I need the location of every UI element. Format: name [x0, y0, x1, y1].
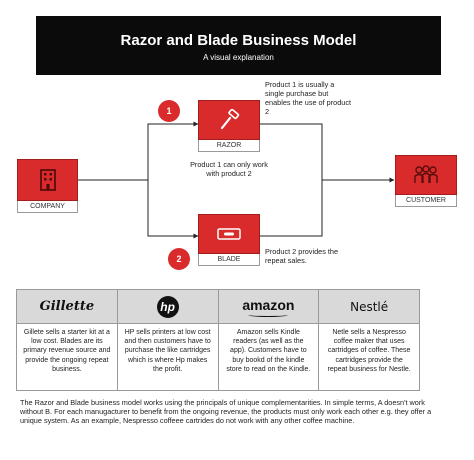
- product-dependency-note: Product 1 can only work with product 2: [190, 160, 268, 178]
- razor-to-customer-line: [260, 123, 323, 180]
- diagram-title: Razor and Blade Business Model: [120, 32, 357, 49]
- amazon-logo: amazon: [218, 290, 319, 324]
- footer-explanation: The Razor and Blade business model works…: [20, 398, 432, 426]
- connector-lines: [78, 121, 395, 239]
- company-label: COMPANY: [17, 201, 78, 213]
- customers-icon: [414, 165, 438, 183]
- hp-description: HP sells printers at low cost and then c…: [117, 324, 218, 390]
- brand-nestle: Nestlé Netle sells a Nespresso coffee ma…: [319, 290, 419, 390]
- blade-to-customer-line: [260, 180, 323, 237]
- nestle-logo: Nestlé: [319, 290, 419, 324]
- razor-box: [198, 100, 260, 140]
- customer-box: [395, 155, 457, 195]
- hp-logo-text: hp: [156, 295, 179, 318]
- razor-node: RAZOR: [198, 100, 260, 152]
- amazon-description: Amazon sells Kindle readers (as well as …: [218, 324, 319, 390]
- nestle-description: Netle sells a Nespresso coffee maker tha…: [319, 324, 419, 390]
- nestle-logo-text: Nestlé: [350, 299, 389, 314]
- blade-label: BLADE: [198, 254, 260, 266]
- razor-label: RAZOR: [198, 140, 260, 152]
- brand-hp: hp HP sells printers at low cost and the…: [117, 290, 219, 390]
- step-2-badge: 2: [168, 248, 190, 270]
- blade-box: [198, 214, 260, 254]
- brand-examples-table: Gillette Gillete sells a starter kit at …: [16, 289, 420, 391]
- step-1-badge: 1: [158, 100, 180, 122]
- company-to-blade-line: [147, 180, 199, 239]
- customer-node: CUSTOMER: [395, 155, 457, 207]
- customer-label: CUSTOMER: [395, 195, 457, 207]
- brand-amazon: amazon Amazon sells Kindle readers (as w…: [218, 290, 320, 390]
- diagram-subtitle: A visual explanation: [203, 53, 274, 62]
- diagram-header: Razor and Blade Business Model A visual …: [36, 16, 441, 75]
- blade-node: BLADE: [198, 214, 260, 266]
- blade-repeat-note: Product 2 provides the repeat sales.: [265, 247, 339, 265]
- company-node: COMPANY: [17, 159, 78, 213]
- amazon-logo-text: amazon: [242, 297, 294, 317]
- company-to-razor-line: [147, 121, 199, 180]
- building-icon: [39, 169, 56, 191]
- blade-icon: [217, 228, 241, 240]
- gillette-logo: Gillette: [17, 290, 117, 324]
- gillette-description: Gillete sells a starter kit at a low cos…: [17, 324, 117, 390]
- brand-gillette: Gillette Gillete sells a starter kit at …: [17, 290, 118, 390]
- hp-logo: hp: [117, 290, 218, 324]
- gillette-logo-text: Gillette: [39, 299, 95, 314]
- company-box: [17, 159, 78, 201]
- razor-icon: [220, 109, 240, 130]
- razor-purchase-note: Product 1 is usually a single purchase b…: [265, 80, 352, 116]
